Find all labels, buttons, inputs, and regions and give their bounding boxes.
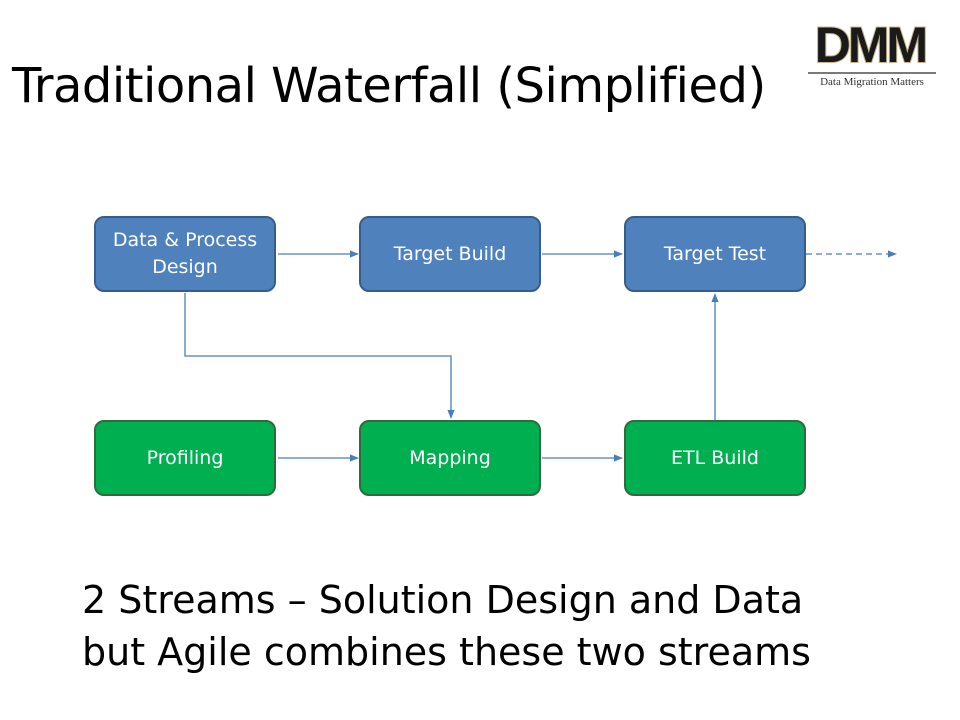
- node-label-line: Design: [152, 256, 218, 278]
- node-label-line: Data & Process: [112, 229, 258, 251]
- dmm-logo-letters: DMM: [815, 18, 926, 70]
- node-label: Mapping: [409, 446, 491, 469]
- node-etl-build: ETL Build: [624, 420, 806, 496]
- node-label: ETL Build: [671, 446, 759, 469]
- node-label: Target Test: [663, 242, 767, 265]
- caption-line-2: but Agile combines these two streams: [82, 630, 811, 674]
- node-target-build: Target Build: [359, 216, 541, 292]
- edge-design-to-mapping: [184, 293, 455, 419]
- node-profiling: Profiling: [94, 420, 276, 496]
- node-label: Profiling: [146, 446, 224, 469]
- caption-line-1: 2 Streams – Solution Design and Data: [82, 578, 804, 622]
- dmm-logo-mark: DMM: [814, 18, 926, 70]
- node-mapping: Mapping: [359, 420, 541, 496]
- slide-title: Traditional Waterfall (Simplified): [12, 58, 766, 114]
- logo-tagline: Data Migration Matters: [820, 76, 924, 88]
- dmm-logo: DMM Data Migration Matters: [808, 14, 936, 90]
- logo-divider: [808, 72, 936, 74]
- node-label: Target Build: [393, 242, 507, 265]
- node-target-test: Target Test: [624, 216, 806, 292]
- node-data-process-design: Data & Process Design: [94, 216, 276, 292]
- slide-caption: 2 Streams – Solution Design and Data but…: [82, 574, 942, 678]
